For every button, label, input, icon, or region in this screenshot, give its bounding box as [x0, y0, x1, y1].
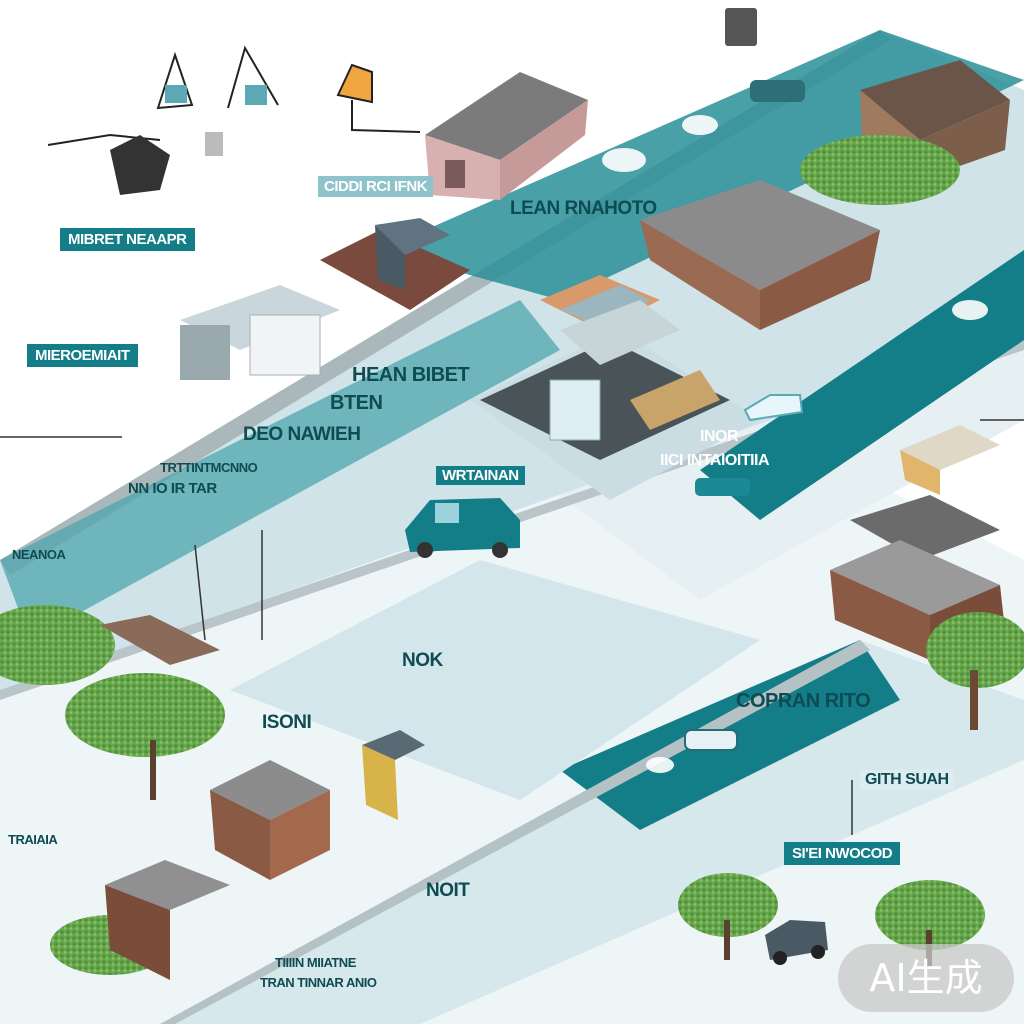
- label-small-left-2: NN IO IR TAR: [128, 480, 217, 497]
- badge-left-mid: MIEROEMIAIT: [27, 344, 138, 367]
- pink-house: [425, 72, 588, 200]
- label-bottom-2: TRAN TINNAR ANIO: [260, 975, 377, 990]
- label-mid-col: IICI INTAIOITIIA: [660, 452, 770, 469]
- building-cluster-right: [830, 425, 1024, 730]
- label-center-card: WRTAINAN: [436, 466, 525, 485]
- label-bottom-1: TIIIIN MIIATNE: [275, 955, 356, 970]
- label-copran: COPRAN RITO: [736, 690, 871, 712]
- badge-bottom-right: SI'EI NWOCOD: [784, 842, 901, 865]
- center-buildings: [480, 275, 730, 460]
- label-inor: INOR: [700, 428, 739, 445]
- building-complex-top-right: [640, 8, 1010, 330]
- label-noit: NOIT: [426, 880, 470, 901]
- label-gith: GITH SUAH: [860, 770, 954, 790]
- building-cluster-upper-left: [180, 218, 470, 380]
- connector-lines: [0, 419, 1024, 835]
- plants-bottom-right: [678, 873, 985, 968]
- label-no: NOK: [402, 650, 443, 671]
- label-top-small: CIDDI RCI IFNK: [318, 176, 433, 197]
- badge-top-left: MIBRET NEAAPR: [60, 228, 195, 251]
- vehicles: [405, 80, 828, 965]
- label-bten: BTEN: [330, 392, 383, 414]
- sketch-houses: [47, 45, 421, 195]
- label-hean: HEAN BIBET: [352, 364, 470, 386]
- buildings-lower-left: [105, 730, 425, 980]
- label-left-bottom: TRAIAIA: [8, 832, 58, 847]
- label-ison: ISONI: [262, 712, 312, 733]
- label-small-left-1: TRTTINTMCNNO: [160, 460, 258, 475]
- label-lean: LEAN RNAHOTO: [510, 198, 657, 219]
- label-small-left-3: NEANOA: [12, 547, 66, 562]
- label-deo: DEO NAWIEH: [243, 424, 361, 445]
- ai-generated-watermark: AI生成: [838, 944, 1014, 1012]
- clouds: [602, 115, 988, 773]
